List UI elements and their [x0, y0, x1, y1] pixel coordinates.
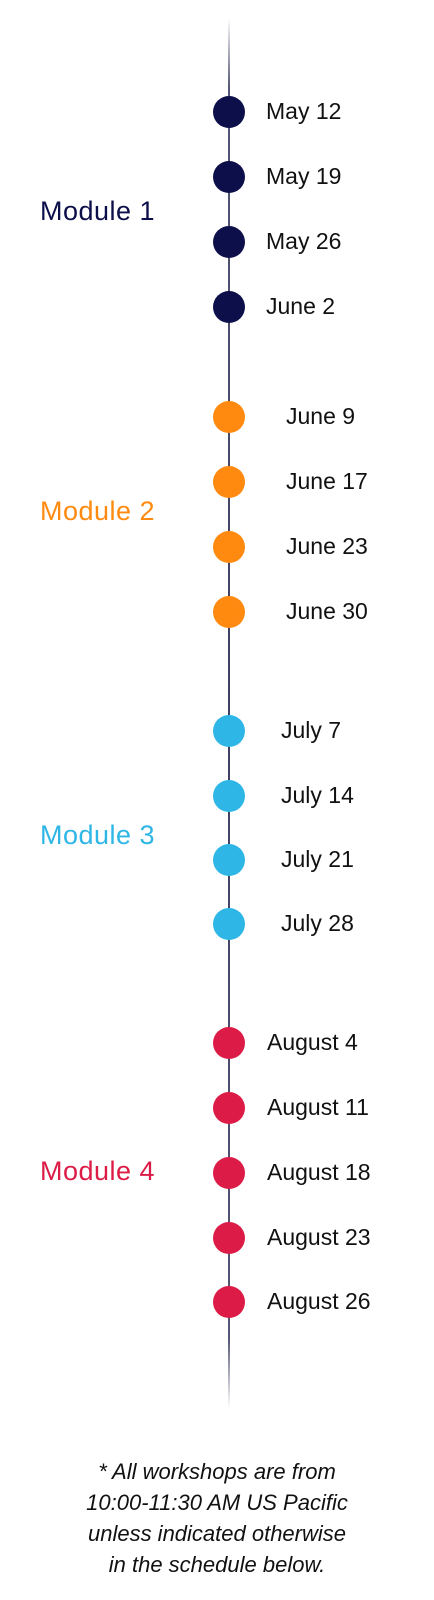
timeline-dot: [213, 1157, 245, 1189]
schedule-footnote: * All workshops are from 10:00-11:30 AM …: [0, 1456, 434, 1580]
timeline-line: [228, 18, 230, 1408]
session-date: June 2: [266, 293, 336, 319]
session-date: June 17: [286, 468, 368, 494]
session-date: May 26: [266, 228, 342, 254]
timeline-dot: [213, 291, 245, 323]
session-date: May 12: [266, 98, 342, 124]
timeline-dot: [213, 1027, 245, 1059]
session-date: June 9: [286, 403, 356, 429]
module-4-label: Module 4: [40, 1156, 156, 1186]
session-date: July 7: [281, 717, 342, 743]
session-date: May 19: [266, 163, 342, 189]
timeline-dot: [213, 96, 245, 128]
session-date: August 11: [267, 1094, 369, 1120]
footnote-line: 10:00-11:30 AM US Pacific: [86, 1490, 348, 1515]
timeline-dot: [213, 1222, 245, 1254]
timeline-dot: [213, 531, 245, 563]
session-date: June 30: [286, 598, 368, 624]
timeline-dot: [213, 1092, 245, 1124]
timeline-dot: [213, 596, 245, 628]
session-date: July 21: [281, 846, 354, 872]
timeline-dot: [213, 466, 245, 498]
session-date: August 4: [267, 1029, 358, 1055]
timeline-dot: [213, 780, 245, 812]
timeline-dot: [213, 908, 245, 940]
session-date: August 23: [267, 1224, 371, 1250]
session-date: June 23: [286, 533, 368, 559]
timeline-dot: [213, 226, 245, 258]
footnote-line: in the schedule below.: [108, 1552, 326, 1577]
session-date: July 28: [281, 910, 354, 936]
timeline-dot: [213, 401, 245, 433]
session-date: July 14: [281, 782, 354, 808]
session-date: August 18: [267, 1159, 371, 1185]
footnote-line: unless indicated otherwise: [87, 1521, 347, 1546]
timeline-dot: [213, 161, 245, 193]
module-1-label: Module 1: [40, 196, 156, 226]
timeline-dot: [213, 1286, 245, 1318]
timeline-dot: [213, 715, 245, 747]
footnote-line: * All workshops are from: [98, 1459, 336, 1484]
session-date: August 26: [267, 1288, 371, 1314]
timeline-dot: [213, 844, 245, 876]
module-2-label: Module 2: [40, 496, 156, 526]
module-3-label: Module 3: [40, 820, 156, 850]
